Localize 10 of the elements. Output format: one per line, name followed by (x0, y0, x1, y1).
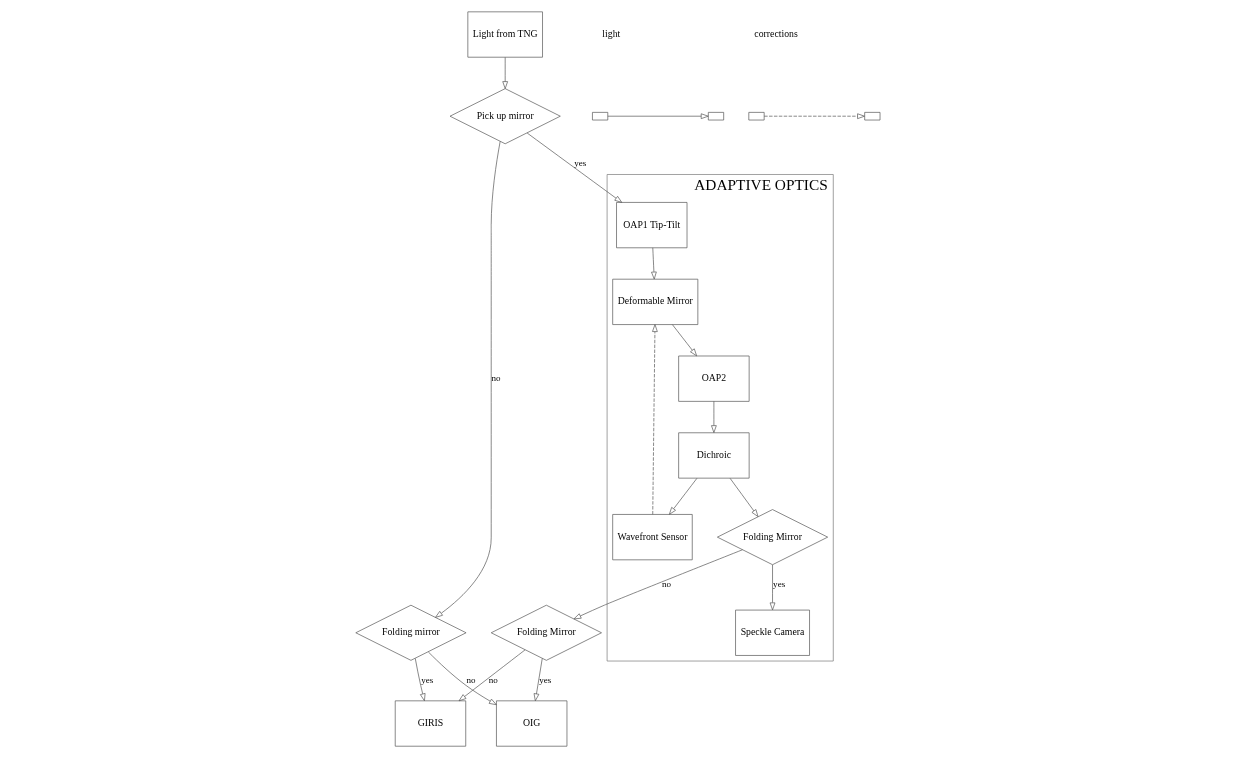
edge-label: yes (538, 674, 551, 685)
edge-label: no (465, 674, 475, 685)
legend-label: corrections (753, 28, 798, 40)
legend-label: light (601, 28, 620, 40)
edge-label: yes (420, 674, 433, 685)
edge-label: yes (573, 158, 586, 169)
edge-label: no (491, 373, 501, 384)
edge-label: yes (772, 579, 785, 590)
edge-label: no (488, 674, 498, 685)
edge-label: no (661, 579, 671, 590)
